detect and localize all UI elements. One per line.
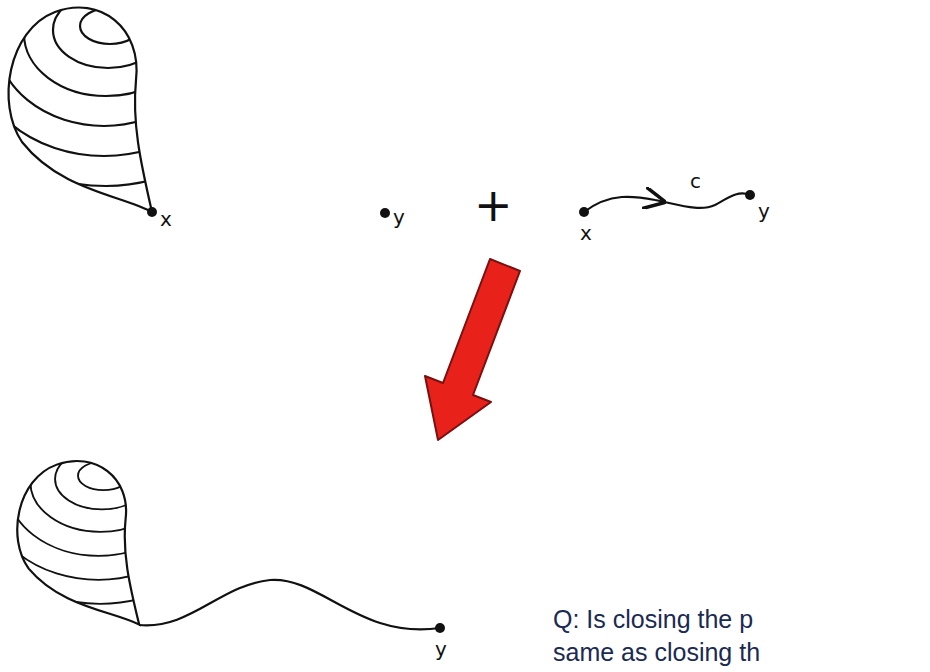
question-text: Q: Is closing the p same as closing th — [553, 603, 782, 668]
path-curve — [584, 193, 750, 212]
point-dot — [435, 623, 445, 633]
point-dot — [579, 207, 589, 217]
plus-sign: + — [474, 180, 513, 231]
point-label: x — [580, 222, 592, 244]
balloon-bottom — [0, 380, 440, 630]
point-dot — [745, 190, 755, 200]
point-dot — [380, 208, 390, 218]
path-label: c — [690, 170, 701, 192]
red-arrow — [425, 259, 520, 440]
point-label: y — [758, 200, 770, 222]
point-label: y — [435, 638, 447, 660]
point-label: y — [393, 206, 405, 228]
balloon-top — [0, 0, 264, 212]
point-label: x — [160, 208, 172, 230]
point-dot — [147, 207, 157, 217]
